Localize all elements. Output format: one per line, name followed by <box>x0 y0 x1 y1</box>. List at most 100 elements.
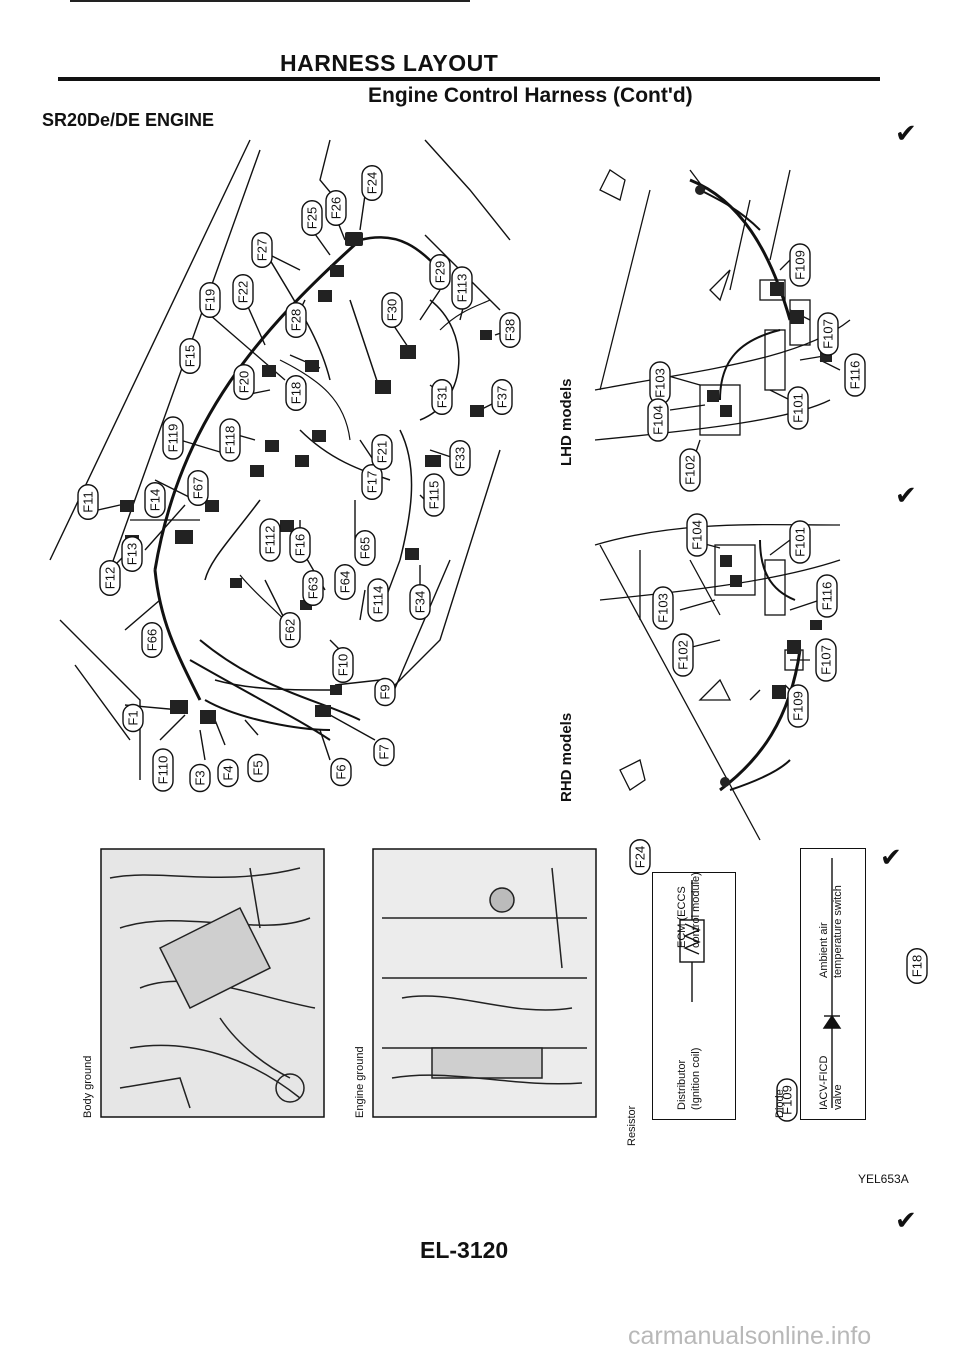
connector-id: F110 <box>156 756 171 785</box>
connector-id: F20 <box>237 371 252 393</box>
connector-id: F5 <box>251 760 266 775</box>
connector-id: F16 <box>293 534 308 556</box>
connector-label: F67 <box>187 470 209 506</box>
connector-label: F112 <box>259 518 281 562</box>
connector-label: F10 <box>332 647 354 683</box>
connector-label: F119 <box>162 416 184 460</box>
connector-id: F116 <box>848 361 863 390</box>
connector-label: F3 <box>189 763 211 793</box>
connector-id: F63 <box>306 577 321 599</box>
page-number: EL-3120 <box>420 1237 509 1263</box>
connector-id: F101 <box>791 393 806 423</box>
watermark: carmanualsonline.info <box>628 1322 872 1350</box>
connector-id: F104 <box>651 405 666 435</box>
connector-label: F118 <box>219 418 241 462</box>
page-subtitle: Engine Control Harness (Cont'd) <box>368 84 693 107</box>
connector-id: F3 <box>193 770 208 785</box>
margin-mark: ✔ <box>895 118 917 148</box>
connector-id: F4 <box>221 765 236 780</box>
connector-label: F17 <box>361 464 383 500</box>
connector-id: F24 <box>633 846 648 868</box>
connector-label: F37 <box>491 379 513 415</box>
connector-id: F115 <box>427 481 442 510</box>
connector-id: F116 <box>820 582 835 611</box>
connector-label: F33 <box>449 440 471 476</box>
connector-id: F103 <box>653 368 668 398</box>
connector-id: F64 <box>338 571 353 593</box>
connector-label: F109 <box>776 1078 798 1122</box>
connector-label: F24 <box>629 839 651 875</box>
connector-id: F25 <box>305 207 320 229</box>
connector-label: F19 <box>199 282 221 318</box>
connector-label: F28 <box>285 302 307 338</box>
top-rule <box>70 0 470 2</box>
connector-id: F14 <box>148 489 163 511</box>
connector-id: F6 <box>334 764 349 779</box>
connector-label: F65 <box>354 530 376 566</box>
connector-label: F18 <box>906 948 928 984</box>
connector-label: F102 <box>672 633 694 677</box>
connector-id: F109 <box>791 691 806 721</box>
connector-id: F67 <box>191 477 206 499</box>
connector-id: F37 <box>495 386 510 408</box>
connector-label: F62 <box>279 612 301 648</box>
margin-mark: ✔ <box>895 480 917 510</box>
connector-label: F1 <box>122 703 144 733</box>
connector-id: F102 <box>676 640 691 670</box>
connector-label: F104 <box>686 513 708 557</box>
legend-right-text: control module) <box>690 872 702 948</box>
connector-label: F20 <box>233 364 255 400</box>
connector-id: F19 <box>203 289 218 311</box>
connector-label: F116 <box>844 353 866 397</box>
connector-id: F24 <box>365 172 380 194</box>
connector-label: F9 <box>374 677 396 707</box>
lhd-models-label: LHD models <box>558 378 575 466</box>
connector-label: F115 <box>423 473 445 517</box>
connector-label: F66 <box>141 622 163 658</box>
resistor-symbol <box>679 880 705 1002</box>
connector-label: F6 <box>330 757 352 787</box>
legend-left-text: IACV-FICD <box>818 1055 830 1110</box>
connector-label: F25 <box>301 200 323 236</box>
diode-symbol <box>822 858 842 1108</box>
connector-label: F31 <box>431 379 453 415</box>
connector-id: F17 <box>365 471 380 493</box>
connector-id: F62 <box>283 619 298 641</box>
connector-label: F14 <box>144 482 166 518</box>
connector-label: F63 <box>302 570 324 606</box>
connector-label: F16 <box>289 527 311 563</box>
legend-resistor-label: Resistor <box>626 1105 638 1146</box>
legend-right-text: ECM (ECCS <box>676 886 688 948</box>
connector-label: F109 <box>787 684 809 728</box>
page-title: HARNESS LAYOUT <box>280 50 499 76</box>
margin-mark: ✔ <box>895 1205 917 1235</box>
connector-id: F66 <box>145 629 160 651</box>
connector-id: F118 <box>223 426 238 455</box>
connector-id: F104 <box>690 520 705 550</box>
legend-diode-label: Diode <box>774 1089 786 1118</box>
connector-id: F101 <box>793 527 808 557</box>
connector-id: F113 <box>455 274 470 303</box>
legend-right-text: temperature switch <box>832 885 844 978</box>
connector-label: F101 <box>789 520 811 564</box>
rhd-models-label: RHD models <box>558 712 575 802</box>
connector-label: F107 <box>815 638 837 682</box>
connector-id: F29 <box>433 261 448 283</box>
connector-id: F34 <box>413 591 428 613</box>
connector-label: F110 <box>152 748 174 792</box>
connector-id: F114 <box>371 586 386 615</box>
connector-id: F33 <box>453 447 468 469</box>
connector-id: F15 <box>183 345 198 367</box>
connector-id: F12 <box>103 567 118 589</box>
connector-label: F38 <box>499 312 521 348</box>
connector-id: F9 <box>378 684 393 699</box>
connector-id: F107 <box>819 645 834 675</box>
connector-id: F18 <box>289 382 304 404</box>
connector-label: F7 <box>373 737 395 767</box>
connector-id: F1 <box>126 710 141 725</box>
photo-caption: Body ground <box>82 1055 94 1118</box>
connector-label: F107 <box>817 312 839 356</box>
connector-id: F102 <box>683 455 698 485</box>
